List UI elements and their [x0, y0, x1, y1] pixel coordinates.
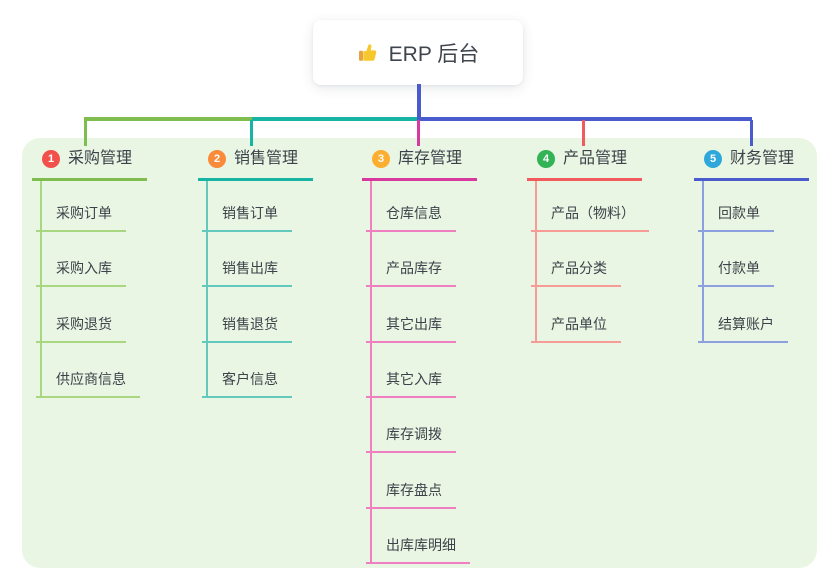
branch-purchase-vline	[40, 181, 42, 398]
branch-label: 销售管理	[234, 150, 299, 167]
branch-label: 财务管理	[730, 150, 795, 167]
connector-drop-5	[750, 120, 753, 146]
child-node[interactable]: 出库库明细	[366, 536, 470, 564]
child-node[interactable]: 采购入库	[36, 259, 126, 287]
child-node[interactable]: 库存调拨	[366, 425, 456, 453]
child-node[interactable]: 采购退货	[36, 315, 126, 343]
root-label: ERP 后台	[388, 42, 480, 66]
root-node[interactable]: ERP 后台	[313, 20, 523, 85]
badge-4: 4	[537, 150, 555, 168]
branch-inventory-vline	[370, 181, 372, 564]
connector-drop-4	[581, 120, 585, 146]
connector-horizontal-left	[84, 117, 252, 121]
branch-product: 4 产品管理 产品（物料） 产品分类 产品单位	[527, 148, 649, 343]
child-node[interactable]: 供应商信息	[36, 370, 140, 398]
branch-finance: 5 财务管理 回款单 付款单 结算账户	[694, 148, 810, 343]
badge-2: 2	[208, 150, 226, 168]
connector-root-stub	[417, 84, 421, 118]
child-node[interactable]: 产品分类	[531, 259, 621, 287]
thumbs-up-icon	[357, 42, 379, 64]
connector-horizontal-right	[417, 117, 752, 121]
child-node[interactable]: 结算账户	[698, 315, 788, 343]
child-node[interactable]: 销售订单	[202, 204, 292, 232]
branch-inventory-header[interactable]: 3 库存管理	[362, 148, 478, 181]
child-node[interactable]: 客户信息	[202, 370, 292, 398]
child-node[interactable]: 产品（物料）	[531, 204, 649, 232]
branch-product-header[interactable]: 4 产品管理	[527, 148, 643, 181]
branch-purchase-header[interactable]: 1 采购管理	[32, 148, 148, 181]
child-node[interactable]: 库存盘点	[366, 481, 456, 509]
child-node[interactable]: 其它出库	[366, 315, 456, 343]
child-node[interactable]: 付款单	[698, 259, 774, 287]
branch-purchase: 1 采购管理 采购订单 采购入库 采购退货 供应商信息	[32, 148, 148, 398]
badge-5: 5	[704, 150, 722, 168]
child-node[interactable]: 销售出库	[202, 259, 292, 287]
child-node[interactable]: 产品单位	[531, 315, 621, 343]
branch-label: 采购管理	[68, 150, 133, 167]
branch-inventory: 3 库存管理 仓库信息 产品库存 其它出库 其它入库 库存调拨 库存盘点 出库库…	[362, 148, 478, 564]
child-node[interactable]: 其它入库	[366, 370, 456, 398]
branch-finance-header[interactable]: 5 财务管理	[694, 148, 810, 181]
branch-product-vline	[535, 181, 537, 343]
branch-sales: 2 销售管理 销售订单 销售出库 销售退货 客户信息	[198, 148, 314, 398]
branch-label: 产品管理	[563, 150, 628, 167]
connector-drop-1	[84, 120, 87, 146]
branch-finance-vline	[702, 181, 704, 343]
child-node[interactable]: 回款单	[698, 204, 774, 232]
branches-background-panel	[22, 138, 817, 568]
connector-horizontal-mid	[252, 117, 417, 121]
badge-3: 3	[372, 150, 390, 168]
connector-drop-3	[416, 120, 420, 146]
child-node[interactable]: 采购订单	[36, 204, 126, 232]
branch-label: 库存管理	[398, 150, 463, 167]
badge-1: 1	[42, 150, 60, 168]
branch-sales-header[interactable]: 2 销售管理	[198, 148, 314, 181]
branch-sales-vline	[206, 181, 208, 398]
child-node[interactable]: 仓库信息	[366, 204, 456, 232]
child-node[interactable]: 产品库存	[366, 259, 456, 287]
child-node[interactable]: 销售退货	[202, 315, 292, 343]
connector-drop-2	[250, 120, 253, 146]
